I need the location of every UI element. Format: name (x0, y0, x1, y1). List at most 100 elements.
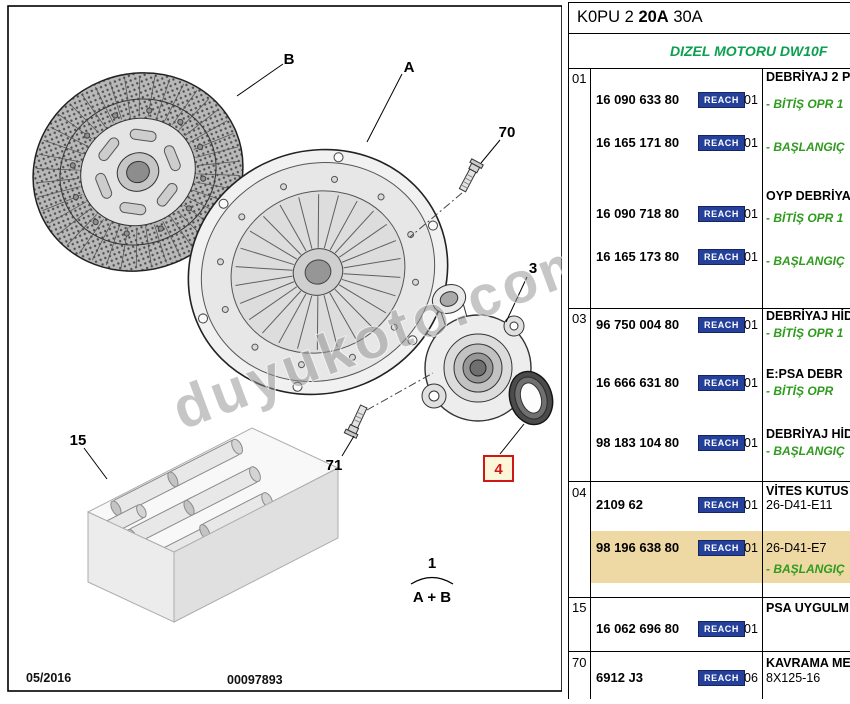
release-bearing-drawing (421, 284, 532, 422)
disc-springs-shape (98, 137, 120, 162)
date-note: - BAŞLANGIÇ (766, 140, 845, 154)
part-number[interactable]: 16 090 718 80 (596, 206, 680, 221)
reach-badge[interactable]: REACH (698, 497, 746, 513)
bolt-70-drawing (458, 158, 484, 193)
disc-rivets-shape (197, 143, 204, 151)
date-stamp: 05/2016 (26, 671, 71, 685)
ref-number: 01 (572, 71, 587, 86)
qty-cell: 01 (744, 498, 758, 512)
qty-cell: 01 (744, 436, 758, 450)
doc-number: 00097893 (227, 673, 283, 687)
table-grid-line (568, 2, 569, 699)
leader-line-4 (499, 423, 525, 455)
disc-springs-shape (163, 145, 181, 172)
table-grid-line (568, 33, 850, 34)
reach-badge[interactable]: REACH (698, 375, 746, 391)
plate-rivets-shape (251, 343, 259, 351)
disc-hatch-shape (69, 103, 99, 134)
pressure-plate-drawing (187, 148, 449, 396)
desc-title: E:PSA DEBR (766, 367, 843, 381)
plate-holes-shape (407, 335, 418, 346)
plate-holes-shape (427, 220, 438, 231)
disc-rivets-shape (157, 225, 164, 232)
leader-line-15 (83, 447, 108, 480)
disc-hatch-shape (50, 126, 88, 147)
plate-fingers-shape (343, 257, 401, 269)
plate-fingers-shape (338, 223, 388, 258)
part-number-selected[interactable]: 98 196 638 80 (596, 540, 680, 555)
disc-rivets-shape (200, 175, 207, 182)
callout-3[interactable]: 3 (529, 260, 537, 277)
callout-4[interactable]: 4 (494, 461, 503, 478)
disc-hatch-shape (170, 216, 195, 250)
disc-hatch-shape (124, 77, 131, 118)
plate-fingers-shape (329, 200, 358, 251)
disc-hatch-shape (95, 86, 114, 124)
disc-hatch-shape (57, 208, 92, 236)
plate-holes-shape (218, 198, 229, 209)
callout-4-box[interactable] (483, 455, 514, 482)
plate-fingers-shape (249, 230, 298, 260)
date-note: - BİTİŞ OPR 1 (766, 326, 844, 340)
part-number[interactable]: 16 062 696 80 (596, 621, 680, 636)
part-number[interactable]: 96 750 004 80 (596, 317, 680, 332)
part-number[interactable]: 16 090 633 80 (596, 92, 680, 107)
leader-line-71 (341, 435, 355, 457)
desc-title: OYP DEBRİYA (766, 189, 850, 203)
plate-rivets-shape (390, 323, 398, 331)
part-number[interactable]: 16 165 171 80 (596, 135, 680, 150)
kit-number: 1 (428, 555, 436, 572)
kit-brace (410, 576, 454, 585)
callout-A[interactable]: A (404, 59, 415, 76)
callout-71[interactable]: 71 (326, 457, 343, 474)
disc-hatch-shape (156, 78, 171, 119)
part-number[interactable]: 98 183 104 80 (596, 435, 680, 450)
callout-15[interactable]: 15 (70, 432, 87, 449)
plate-rivets-shape (412, 278, 420, 286)
part-number[interactable]: 6912 J3 (596, 670, 643, 685)
plate-fingers-shape (317, 194, 320, 248)
qty-cell: 01 (744, 207, 758, 221)
reach-badge[interactable]: REACH (698, 435, 746, 451)
reach-badge[interactable]: REACH (698, 317, 746, 333)
part-number[interactable]: 2109 62 (596, 497, 643, 512)
plate-rivets-shape (280, 183, 288, 191)
reach-badge[interactable]: REACH (698, 670, 746, 686)
clutch-disc-drawing (32, 72, 244, 272)
date-note: - BİTİŞ OPR 1 (766, 97, 844, 111)
plate-rivets-shape (238, 213, 246, 221)
reach-badge[interactable]: REACH (698, 206, 746, 222)
reach-badge[interactable]: REACH (698, 621, 746, 637)
plate-rivets-shape (348, 353, 356, 361)
bolt-70-axis-line (409, 192, 463, 238)
disc-rivets-shape (72, 193, 79, 201)
part-number[interactable]: 16 165 173 80 (596, 249, 680, 264)
callout-70[interactable]: 70 (499, 124, 516, 141)
reach-badge[interactable]: REACH (698, 92, 746, 108)
reach-badge[interactable]: REACH (698, 540, 746, 556)
code-suffix: 30A (668, 8, 703, 26)
plate-holes-shape (292, 381, 303, 392)
disc-hatch-shape (197, 173, 240, 176)
plate-fingers-shape (248, 286, 298, 321)
disc-springs-shape (156, 182, 178, 207)
disc-hatch-shape (43, 140, 84, 155)
table-grid-line (590, 68, 591, 699)
disc-hatch-shape (164, 83, 185, 122)
engine-subtitle: DIZEL MOTORU DW10F (670, 43, 828, 59)
callout-B[interactable]: B (284, 51, 295, 68)
plate-holes-shape (198, 313, 209, 324)
reach-badge[interactable]: REACH (698, 249, 746, 265)
reach-badge[interactable]: REACH (698, 135, 746, 151)
table-grid-line (568, 651, 850, 652)
desc-text: 26-D41-E11 (766, 498, 833, 512)
qty-cell: 01 (744, 541, 758, 555)
part-number[interactable]: 16 666 631 80 (596, 375, 680, 390)
ref-number: 15 (572, 600, 587, 615)
date-note: - BİTİŞ OPR 1 (766, 211, 844, 225)
ref-number: 04 (572, 485, 587, 500)
disc-springs-shape (119, 202, 147, 216)
plate-fingers-shape (298, 197, 313, 249)
desc-title: KAVRAMA ME (766, 656, 850, 670)
